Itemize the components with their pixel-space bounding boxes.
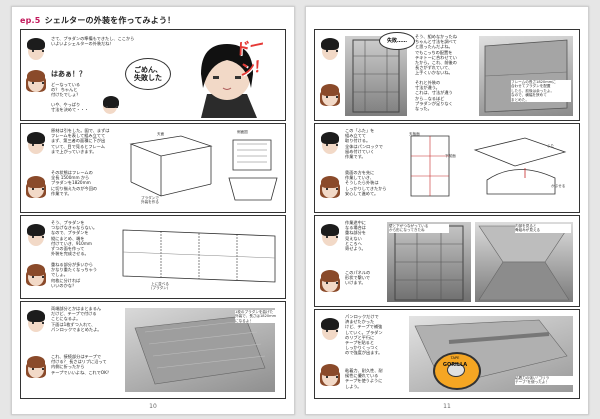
dialogue-text: 原材は引をした。図で、まずは フレームを表して組み立てて まず、第三者の面積に下…: [51, 128, 110, 154]
avatar-dark-hair: [25, 130, 47, 156]
assembly-photo: [387, 222, 471, 302]
right-panel-2: この「ふた」を 組み立てて 取り付ける。 全体はパンロックで 留め付けていく 作…: [314, 123, 580, 213]
sketch-label: 天板面: [409, 132, 420, 136]
dialogue-exclaim: はあぁ！？: [51, 70, 86, 78]
avatar-brown-hair: [25, 68, 47, 94]
sketch-label: 下前面: [445, 154, 456, 158]
dialogue-text: さて、プラダンの準備もできたし、ここから いよいよシェルターの外装だね！: [51, 36, 135, 47]
avatar-brown-hair: [319, 362, 341, 388]
speech-bubble: ごめん、 失敗した: [125, 58, 171, 90]
avatar-brown-hair: [319, 174, 341, 200]
page-number: 10: [149, 403, 157, 410]
dialogue-text: そう、プラダンを つなげなきゃならない。 なので、プラダンを 縦にまとめ、端を …: [51, 220, 98, 257]
dialogue-text: この「ふた」を 組み立てて 取り付ける。 全体はパンロックで 留め付けていく 作…: [345, 128, 383, 160]
photo-caption: 壁と下がつながっている から形になってきたね: [389, 224, 449, 233]
dialogue-text: 粘着力、耐久性、耐 候性に優れている テープを使うように しよう。: [345, 368, 383, 389]
dialogue-text: 奥面の方を先に 作業していき、 そうしたら外装は しっかりしてきたから 安心して…: [345, 170, 387, 196]
sketch-label: 側面図: [237, 130, 248, 134]
panel-layout-sketch: [122, 229, 276, 283]
dialogue-text: 両端部分とかはまとまるん だけど、テープで付ける ことになるよ。 下面は1枚ずつ…: [51, 306, 102, 332]
lid-sketch: [410, 135, 567, 197]
speech-bubble: 失敗……: [379, 32, 415, 50]
avatar-dark-hair: [319, 130, 341, 156]
avatar-dark-hair: [25, 222, 47, 248]
sketch-label: かぶせる: [551, 184, 566, 188]
dialogue-text: それと外装の 寸法が違う。 これは、寸法が違う から…なるほど プラダンが足りな…: [415, 80, 453, 112]
avatar-brown-hair: [319, 268, 341, 294]
sketch-label: ふた: [547, 144, 555, 148]
dialogue-text: パンロックだけで 済ませたかった けど、テープで補強 していく。プラダン のリブ…: [345, 314, 383, 356]
left-panel-2: 原材は引をした。図で、まずは フレームを表して組み立てて まず、第三者の面積に下…: [20, 123, 286, 213]
dialogue-text: 重ねる部分が多いから かなり重たくなっちゃう でしょ。 何枚に分ければ いいのか…: [51, 262, 98, 288]
title-text: シェルターの外装を作ってみよう！: [44, 16, 176, 25]
dialogue-text: そう、組めなかったね ちゃんと寸法を調べて と思ったんだよね。 でもこっちの配置…: [415, 34, 457, 76]
frame-sketch: [129, 135, 278, 201]
page-number: 11: [443, 403, 451, 410]
avatar-dark-hair: [319, 316, 341, 342]
tape-roll-icon: [433, 352, 481, 390]
left-panel-3: そう、プラダンを つなげなきゃならない。 なので、プラダンを 縦にまとめ、端を …: [20, 215, 286, 299]
left-panel-4: 両端部分とかはまとまるん だけど、テープで付ける ことになるよ。 下面は1枚ずつ…: [20, 301, 286, 399]
right-panel-3: 作業途中に なる場合は 重ね部分を 見えない ところへ 寄せよう。 このパネルの…: [314, 215, 580, 307]
avatar-dark-hair: [319, 222, 341, 248]
left-panel-1: さて、プラダンの準備もできたし、ここから いよいよシェルターの外装だね！ はあぁ…: [20, 29, 286, 121]
outer-shell-photo: [479, 36, 573, 116]
sketch-label: プラダンで 外装を作る: [141, 196, 159, 205]
avatar-dark-hair: [25, 36, 47, 62]
avatar-brown-hair: [25, 262, 47, 288]
episode-label: ep.5: [20, 16, 41, 25]
avatar-small: [101, 94, 119, 116]
photo-caption: 1枚のプラダンを曲げた 外装で、長さは1820mm になるよ！: [235, 310, 283, 324]
avatar-brown-hair: [25, 174, 47, 200]
character-illustration: [201, 44, 257, 118]
dialogue-text: 作業途中に なる場合は 重ね部分を 見えない ところへ 寄せよう。: [345, 220, 366, 252]
dialogue-text: どーなっている の？ ちゃんと 付けたでしょ？: [51, 82, 81, 98]
avatar-brown-hair: [25, 354, 47, 380]
right-panel-1: 失敗…… そう、組めなかったね ちゃんと寸法を調べて と思ったんだよね。 でもこ…: [314, 29, 580, 121]
dialogue-text: このパネルの 形状で繋いで いけます。: [345, 270, 371, 286]
photo-caption: 粘着力の強い“ゴリラ テープ”を使ったよ！: [515, 376, 575, 385]
dialogue-text: これ、接続部分はテープで 付ける？ 長さはリブに沿って 内側に折ったから テープ…: [51, 354, 112, 375]
avatar-dark-hair: [25, 308, 47, 334]
interior-photo: [475, 222, 573, 302]
avatar-dark-hair: [319, 36, 341, 62]
tape-sub-label: TAPE: [450, 356, 460, 360]
dialogue-text: その状態はフレームの 全長 1500mm から プラダンを1820mm に切り揃…: [51, 170, 98, 196]
avatar-brown-hair: [319, 82, 341, 108]
sketch-label: 上に並べる (プラダン): [151, 282, 169, 291]
dialogue-text: いや、やっぱり 寸法を決めて・・・: [51, 102, 89, 113]
sketch-label: 天面: [157, 132, 165, 136]
tape-photo: GORILLA TAPE: [409, 316, 573, 392]
right-panel-4: パンロックだけで 済ませたかった けど、テープで補強 していく。プラダン のリブ…: [314, 309, 580, 399]
tape-brand-label: GORILLA: [442, 362, 468, 368]
photo-caption: 内部を見ると 骨組みが見える: [515, 224, 571, 233]
right-page: 失敗…… そう、組めなかったね ちゃんと寸法を調べて と思ったんだよね。 でもこ…: [305, 6, 589, 415]
photo-caption: フレームの長さ1820mmに 合わせてプラダンを配置 したら、前後は余ったよ。 …: [511, 80, 571, 103]
